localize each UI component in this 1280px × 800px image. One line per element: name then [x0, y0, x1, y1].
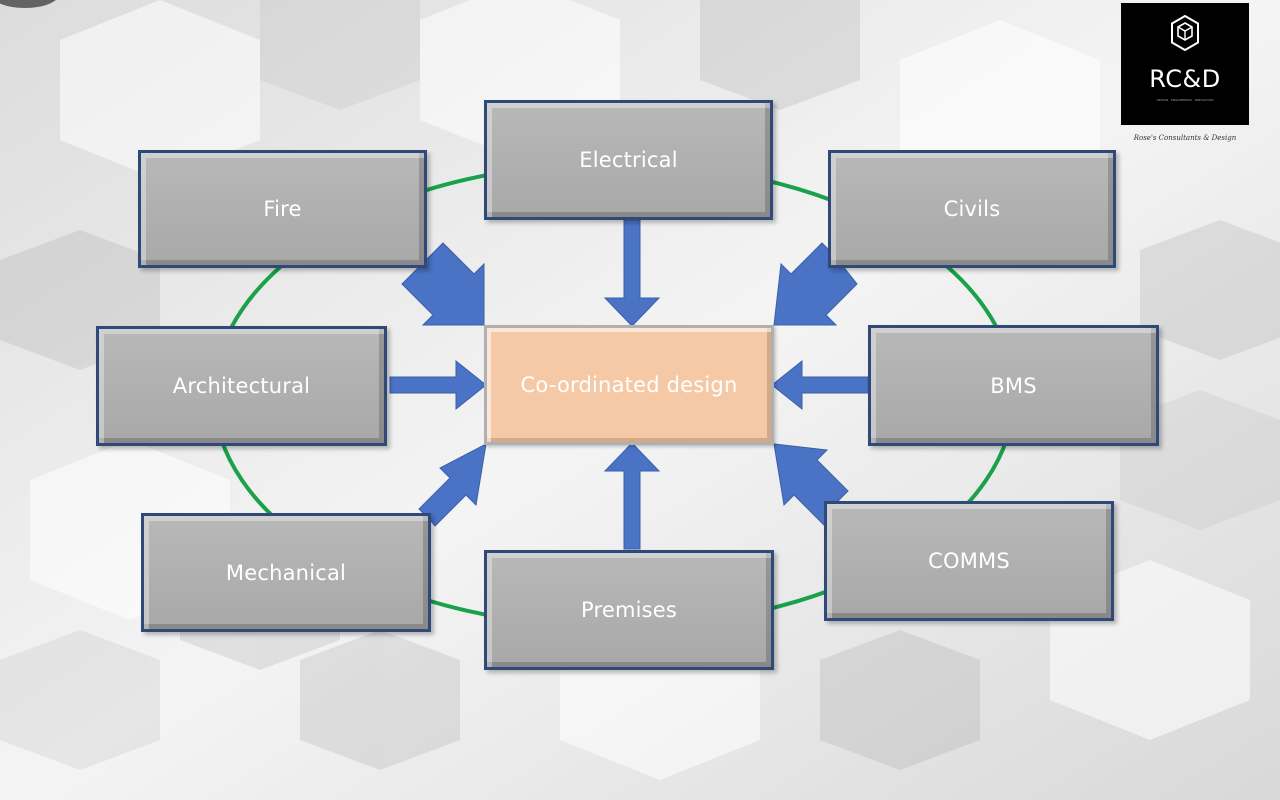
logo-tagline: DESIGN · ENGINEERING · INNOVATION	[1156, 98, 1214, 102]
logo-caption: Rose's Consultants & Design	[1133, 134, 1237, 142]
arrow-bms	[771, 359, 869, 411]
node-electrical: Electrical	[484, 100, 773, 220]
node-civils: Civils	[828, 150, 1116, 268]
arrow-architectural	[389, 359, 487, 411]
node-architectural: Architectural	[96, 326, 387, 446]
node-premises: Premises	[484, 550, 774, 670]
node-bms: BMS	[868, 325, 1159, 446]
company-logo: RC&D DESIGN · ENGINEERING · INNOVATION	[1121, 3, 1249, 125]
hexagon-cube-icon	[1171, 15, 1199, 51]
arrow-electrical	[603, 219, 661, 327]
logo-brand: RC&D	[1149, 65, 1221, 93]
node-fire: Fire	[138, 150, 427, 268]
corner-decoration	[0, 0, 60, 8]
node-comms: COMMS	[824, 501, 1114, 621]
arrow-premises	[603, 442, 661, 550]
node-mechanical: Mechanical	[141, 513, 431, 632]
node-coordinated-design: Co-ordinated design	[484, 325, 774, 445]
